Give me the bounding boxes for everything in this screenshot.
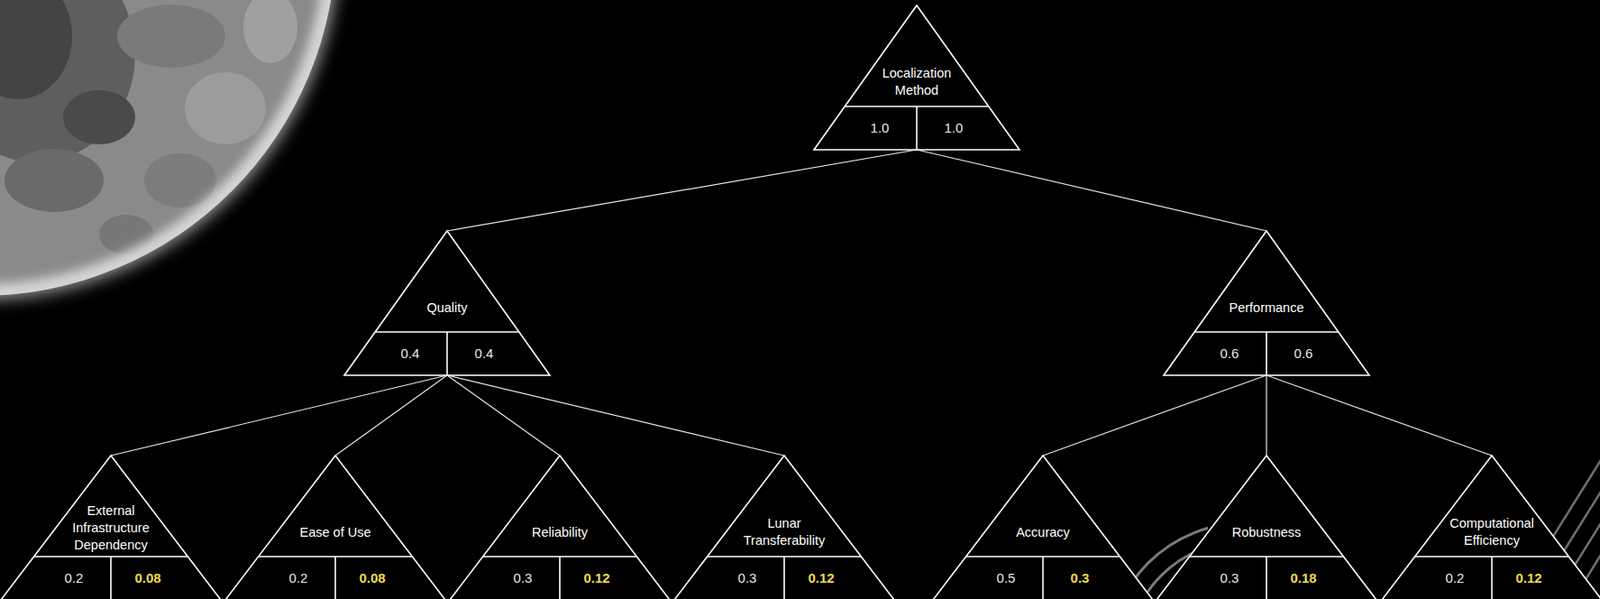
global-weight: 0.12 xyxy=(1512,569,1545,586)
global-weight: 0.08 xyxy=(131,569,164,586)
triangle-shape xyxy=(1156,455,1377,599)
triangle-shape xyxy=(932,455,1153,599)
triangle-shape xyxy=(813,5,1020,150)
triangle-shape xyxy=(0,455,221,599)
local-weight: 0.3 xyxy=(511,569,536,586)
global-weight: 0.3 xyxy=(1068,569,1093,586)
cell-divider xyxy=(1265,556,1268,599)
cell-divider xyxy=(1265,331,1268,375)
local-weight: 0.2 xyxy=(62,569,87,586)
cell-divider xyxy=(1490,556,1493,599)
criterion-triangle: Quality 0.4 0.4 xyxy=(344,230,550,375)
local-weight: 0.2 xyxy=(1443,569,1468,586)
criterion-name: External Infrastructure Dependency xyxy=(54,502,167,554)
criterion-triangle: Reliability 0.3 0.12 xyxy=(449,455,670,599)
global-weight: 0.12 xyxy=(580,569,613,586)
triangle-shape xyxy=(225,455,446,599)
local-weight: 0.3 xyxy=(1217,569,1243,586)
criterion-triangle: Ease of Use 0.2 0.08 xyxy=(225,455,446,599)
moon-glow xyxy=(0,0,340,300)
hierarchy-link xyxy=(335,374,448,456)
moon-disc xyxy=(0,0,337,296)
triangle-shape xyxy=(1381,455,1600,599)
criterion-name: Quality xyxy=(391,299,503,317)
criterion-name: Localization Method xyxy=(860,64,973,100)
criterion-name: Accuracy xyxy=(987,523,1099,541)
cell-divider xyxy=(446,331,448,375)
triangle-shape xyxy=(449,455,670,599)
criterion-triangle: Localization Method 1.0 1.0 xyxy=(813,5,1020,150)
hierarchy-link xyxy=(447,374,785,456)
moon-illustration xyxy=(0,0,340,300)
local-weight: 0.2 xyxy=(286,569,311,586)
local-weight: 0.6 xyxy=(1217,345,1243,362)
cell-divider xyxy=(915,106,918,150)
criterion-name: Lunar Transferability xyxy=(728,514,841,549)
criterion-triangle: Lunar Transferability 0.3 0.12 xyxy=(674,455,895,599)
cell-divider xyxy=(1042,556,1044,599)
local-weight: 1.0 xyxy=(868,119,893,137)
criterion-triangle: Robustness 0.3 0.18 xyxy=(1156,455,1377,599)
hierarchy-link xyxy=(447,149,917,231)
hierarchy-link xyxy=(916,149,1267,231)
criterion-triangle: External Infrastructure Dependency 0.2 0.0… xyxy=(0,455,221,599)
hierarchy-link xyxy=(1265,374,1267,456)
global-weight: 0.08 xyxy=(356,569,388,586)
criterion-name: Robustness xyxy=(1210,523,1323,541)
triangle-shape xyxy=(1163,230,1370,375)
triangle-shape xyxy=(674,455,895,599)
criterion-name: Performance xyxy=(1210,299,1323,317)
criterion-triangle: Performance 0.6 0.6 xyxy=(1163,230,1370,375)
local-weight: 0.4 xyxy=(398,345,423,362)
triangle-shape xyxy=(344,230,550,375)
hierarchy-link xyxy=(1266,374,1492,456)
global-weight: 1.0 xyxy=(941,119,967,137)
global-weight: 0.18 xyxy=(1287,569,1319,586)
hierarchy-link xyxy=(110,374,448,456)
hierarchy-link xyxy=(447,374,560,456)
global-weight: 0.4 xyxy=(472,345,497,362)
criterion-name: Computational Efficiency xyxy=(1435,514,1548,549)
cell-divider xyxy=(558,556,561,599)
hierarchy-link xyxy=(1042,374,1267,456)
criterion-triangle: Accuracy 0.5 0.3 xyxy=(932,455,1153,599)
local-weight: 0.3 xyxy=(735,569,760,586)
global-weight: 0.6 xyxy=(1291,345,1317,362)
cell-divider xyxy=(334,556,337,599)
moon-surface xyxy=(0,0,337,296)
local-weight: 0.5 xyxy=(994,569,1019,586)
cell-divider xyxy=(109,556,112,599)
criterion-triangle: Computational Efficiency 0.2 0.12 xyxy=(1381,455,1600,599)
global-weight: 0.12 xyxy=(804,569,837,586)
cell-divider xyxy=(783,556,786,599)
criterion-name: Reliability xyxy=(503,523,616,541)
criterion-name: Ease of Use xyxy=(279,523,392,541)
